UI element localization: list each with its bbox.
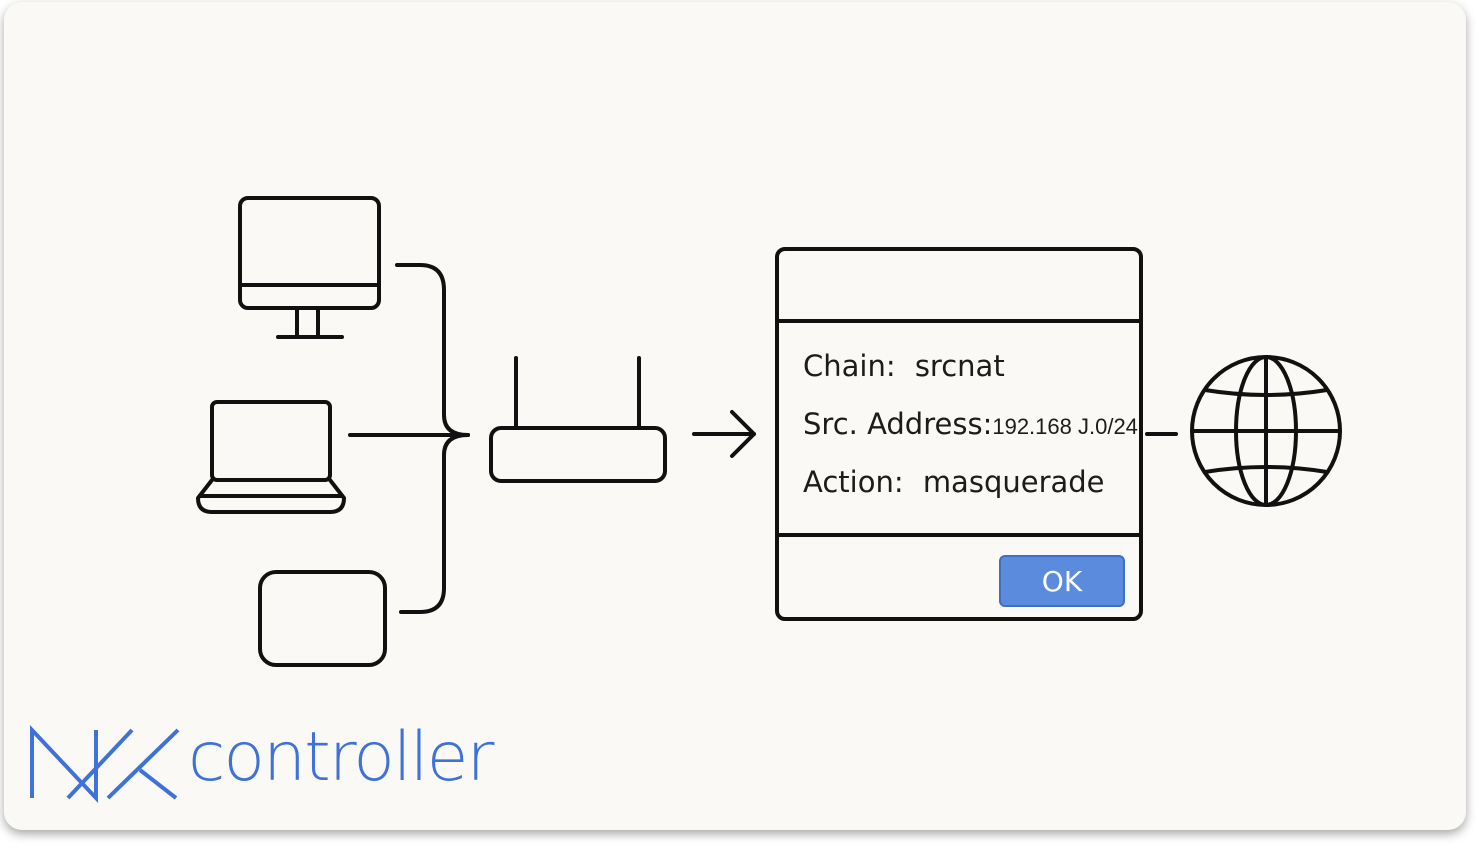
- src-address-value: 192.168 J.0/24: [992, 414, 1138, 439]
- logo-wordmark: controller: [188, 718, 494, 797]
- router-icon: [489, 356, 667, 483]
- arrow-right-icon: [692, 410, 756, 458]
- tablet-icon: [258, 570, 387, 667]
- dialog-footer: OK: [779, 533, 1139, 617]
- action-value: masquerade: [922, 465, 1105, 499]
- laptop-icon: [196, 400, 346, 514]
- action-label: Action:: [803, 465, 904, 499]
- ok-button[interactable]: OK: [999, 555, 1125, 607]
- action-row: Action: masquerade: [803, 465, 1105, 499]
- nat-rule-dialog: Chain: srcnat Src. Address:192.168 J.0/2…: [775, 247, 1143, 621]
- globe-icon: [1190, 355, 1342, 507]
- dialog-header: [779, 251, 1139, 323]
- logo-mark-icon: [30, 724, 180, 804]
- chain-label: Chain:: [803, 349, 896, 383]
- chain-row: Chain: srcnat: [803, 349, 1005, 383]
- src-address-row: Src. Address:192.168 J.0/24: [803, 407, 1138, 441]
- src-address-label: Src. Address:: [803, 407, 993, 441]
- connector-bracket: [348, 263, 470, 614]
- desktop-monitor-icon: [238, 196, 381, 339]
- chain-value: srcnat: [914, 349, 1005, 383]
